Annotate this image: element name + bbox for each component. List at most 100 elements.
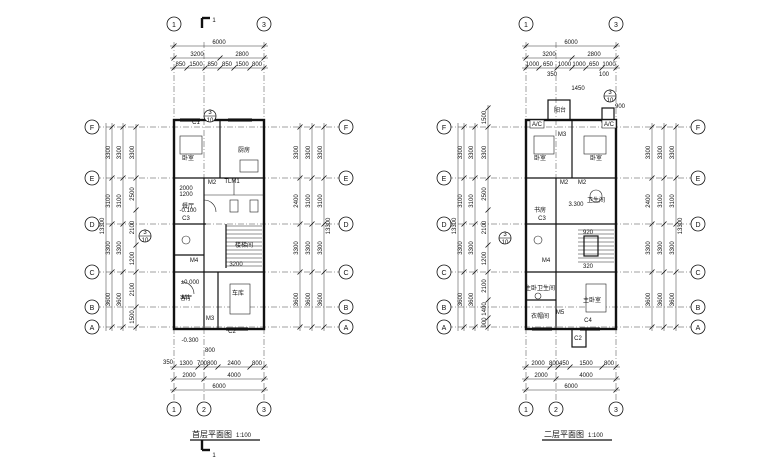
room-label-kitchen: 厨房 (238, 146, 250, 154)
axis-bubble-left-B-label: B (442, 305, 447, 312)
dimension-text: 2100 (482, 279, 488, 293)
dimension-tick (485, 297, 491, 303)
dimension-tick (201, 376, 207, 382)
bathtub-fixture (589, 189, 603, 203)
dimension-tick (649, 221, 655, 227)
dimension-tick (485, 207, 491, 213)
dimension-tick (171, 65, 177, 71)
dimension-tick (661, 269, 667, 275)
room-label-study: 书房 (534, 206, 546, 214)
dimension-text: 3300 (294, 241, 300, 255)
dimension-tick (261, 364, 267, 370)
section-mark-label: 1 (212, 18, 216, 24)
axis-bubble-top-1-circle (166, 16, 182, 32)
dimension-text: 1000 (572, 62, 586, 68)
room-label-bathroom: 卫生间 (587, 196, 605, 204)
axis-bubble-left-E-label: E (442, 176, 447, 183)
dimension-text: 3100 (670, 194, 676, 208)
axis-bubble-right-E-circle (690, 170, 706, 186)
dimension-text: 2100 (130, 220, 136, 234)
dimension-text: 3100 (106, 194, 112, 208)
dimension-tick (613, 65, 619, 71)
dimension-tick (673, 324, 679, 330)
dimension-tick (109, 175, 115, 181)
dimension-tick (171, 387, 177, 393)
dimension-tick (661, 324, 667, 330)
dimension-text: 2000 (534, 373, 548, 379)
axis-bubble-right-A-circle (690, 319, 706, 335)
axis-bubble-right-A-label: A (696, 325, 701, 332)
dimension-tick (461, 221, 467, 227)
dimension-tick (485, 175, 491, 181)
axis-bubble-right-D-circle (690, 216, 706, 232)
dimension-tick (485, 324, 491, 330)
dimension-text: 3300 (670, 241, 676, 255)
dimension-text: 3300 (306, 241, 312, 255)
dimension-text: 3300 (318, 241, 324, 255)
dimension-text: 3200 (190, 52, 204, 58)
dimension-tick (554, 65, 560, 71)
dimension-tick (202, 65, 208, 71)
axis-bubble-right-F-circle (690, 119, 706, 135)
dimension-tick (613, 376, 619, 382)
axis-bubble-right-C-circle (690, 264, 706, 280)
dimension-tick (599, 65, 605, 71)
dimension-text: 3300 (294, 145, 300, 159)
dimension-text: 1500 (235, 62, 249, 68)
plan-annotation: M3 (206, 316, 215, 322)
room-label-bedroom: 卧室 (182, 154, 194, 162)
dimension-text: 3600 (469, 292, 475, 306)
dimension-tick (261, 65, 267, 71)
dimension-tick (309, 324, 315, 330)
detail-mark-top: 3 (208, 110, 212, 116)
axis-bubble-right-F-label: F (344, 125, 348, 132)
dimension-tick (599, 364, 605, 370)
plan-title: 二层平面图 (544, 430, 584, 439)
dimension-tick (297, 124, 303, 130)
dimension-tick (523, 364, 529, 370)
axis-bubble-top-1-circle (518, 16, 534, 32)
dimension-tick (321, 269, 327, 275)
plan-annotation: 920 (583, 230, 594, 236)
dimension-tick (536, 65, 542, 71)
dimension-text: 850 (175, 62, 186, 68)
plan-annotation: A/C (604, 122, 615, 128)
dimension-text: 850 (207, 62, 218, 68)
room-label-bedroom: 卧室 (534, 154, 546, 162)
section-mark-label: 1 (212, 453, 216, 459)
dimension-tick (171, 55, 177, 61)
axis-bubble-left-C-label: C (441, 270, 446, 277)
dimension-tick (215, 364, 221, 370)
room-label-garage: 车库 (232, 289, 244, 297)
dimension-tick (523, 376, 529, 382)
dimension-tick (661, 221, 667, 227)
dimension-tick (133, 242, 139, 248)
plan-annotation: C2 (574, 336, 582, 342)
dimension-text: 3600 (117, 292, 123, 306)
dimension-tick (109, 324, 115, 330)
dimension-text: 3600 (318, 292, 324, 306)
dimension-tick (309, 221, 315, 227)
axis-bubble-left-D-circle (84, 216, 100, 232)
dimension-text: 13300 (452, 217, 458, 234)
dimension-tick (184, 65, 190, 71)
dimension-tick (649, 124, 655, 130)
dimension-text: 700 (197, 361, 208, 367)
detail-mark-top: 3 (503, 232, 507, 238)
plan-annotation: 1450 (571, 86, 585, 92)
axis-bubble-left-E-label: E (90, 176, 95, 183)
dimension-text: 800 (549, 361, 560, 367)
axis-bubble-bottom-3-circle (608, 401, 624, 417)
dimension-tick (461, 124, 467, 130)
dimension-tick (569, 65, 575, 71)
plan-annotation: C3 (538, 216, 546, 222)
dimension-tick (485, 124, 491, 130)
axis-bubble-right-E-circle (338, 170, 354, 186)
dimension-tick (613, 364, 619, 370)
dimension-text: 3100 (318, 194, 324, 208)
dimension-text: 4000 (579, 373, 593, 379)
dimension-text: 3300 (130, 145, 136, 159)
bed-fixture (179, 135, 203, 155)
dimension-tick (133, 207, 139, 213)
dimension-tick (297, 269, 303, 275)
